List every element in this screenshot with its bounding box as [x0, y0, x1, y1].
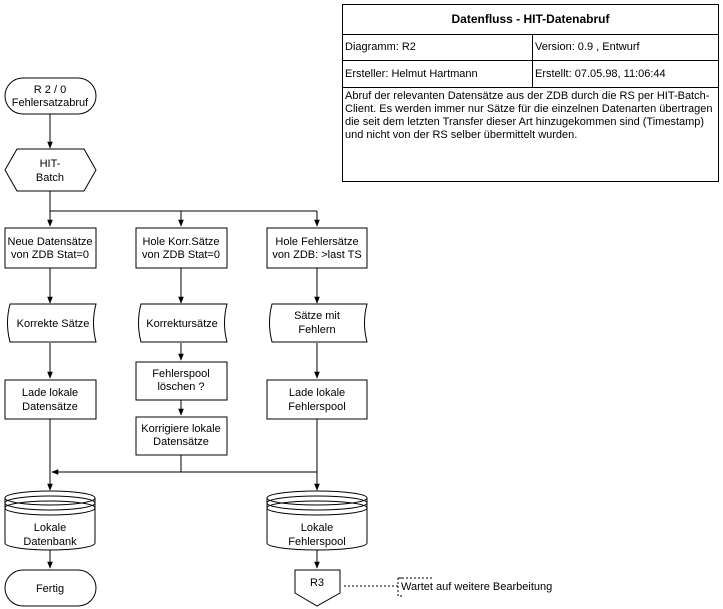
- info-panel: Datenfluss - HIT-Datenabruf Diagramm: R2…: [342, 4, 719, 182]
- author-info: Ersteller: Helmut Hartmann: [343, 61, 533, 88]
- diagram-id: Diagramm: R2: [343, 34, 533, 61]
- fertig-terminator: [4, 569, 97, 607]
- note-label: Wartet auf weitere Bearbeitung: [401, 581, 552, 593]
- batch-label-1: HIT-: [40, 158, 61, 170]
- batch-label-2: Batch: [36, 172, 64, 184]
- fehler-hole-label-2: von ZDB: >last TS: [272, 249, 361, 261]
- korrektur-label: Korrektursätze: [146, 318, 218, 330]
- spool-loeschen-label-1: Fehlerspool: [152, 368, 209, 380]
- r3-offpage-connector: [294, 569, 341, 607]
- start-label-2: Fehlersatzabruf: [12, 97, 89, 109]
- korrekte-label: Korrekte Sätze: [17, 318, 90, 330]
- fehlerspool-loeschen-box: [135, 361, 228, 401]
- korrigiere-label-1: Korrigiere lokale: [141, 423, 220, 435]
- saetze-fehler-label-1: Sätze mit: [294, 310, 340, 322]
- hit-batch-node: [4, 148, 97, 192]
- db-lokal-label-2: Datenbank: [23, 536, 77, 548]
- start-label-1: R 2 / 0: [34, 84, 66, 96]
- db-spool-label-2: Fehlerspool: [288, 536, 345, 548]
- start-terminator: [4, 77, 97, 115]
- lade-spool-label-2: Fehlerspool: [288, 401, 345, 413]
- hole-korr-box: [135, 227, 228, 269]
- neue-label-2: von ZDB Stat=0: [11, 249, 89, 261]
- lokale-datenbank-db: [4, 490, 96, 551]
- lade-lokal-label-1: Lade lokale: [22, 387, 78, 399]
- diagram-title: Datenfluss - HIT-Datenabruf: [343, 5, 718, 35]
- fertig-label: Fertig: [36, 583, 64, 595]
- saetze-fehler-doc: [269, 303, 368, 343]
- neue-label-1: Neue Datensätze: [8, 236, 93, 248]
- saetze-fehler-label-2: Fehlern: [298, 324, 335, 336]
- lade-datensaetze-box: [4, 379, 97, 420]
- lade-lokal-label-2: Datensätze: [22, 401, 78, 413]
- created-info: Erstellt: 07.05.98, 11:06:44: [533, 61, 718, 88]
- hole-fehler-box: [266, 227, 368, 269]
- description-text: Abruf der relevanten Datensätze aus der …: [345, 90, 713, 141]
- korrigiere-box: [135, 416, 228, 456]
- korrekte-saetze-doc: [7, 303, 97, 343]
- lade-fehlerspool-box: [266, 379, 368, 420]
- korr-hole-label-1: Hole Korr.Sätze: [142, 236, 219, 248]
- version-info: Version: 0.9 , Entwurf: [533, 34, 718, 61]
- neue-datensaetze-box: [4, 227, 97, 269]
- db-spool-label-1: Lokale: [301, 522, 333, 534]
- lade-spool-label-1: Lade lokale: [289, 387, 345, 399]
- lokale-fehlerspool-db: [266, 490, 368, 551]
- db-lokal-label-1: Lokale: [34, 522, 66, 534]
- korrektursaetze-doc: [138, 303, 228, 343]
- korr-hole-label-2: von ZDB Stat=0: [142, 249, 220, 261]
- fehler-hole-label-1: Hole Fehlersätze: [275, 236, 358, 248]
- r3-label: R3: [310, 577, 324, 589]
- korrigiere-label-2: Datensätze: [153, 436, 209, 448]
- spool-loeschen-label-2: löschen ?: [157, 381, 204, 393]
